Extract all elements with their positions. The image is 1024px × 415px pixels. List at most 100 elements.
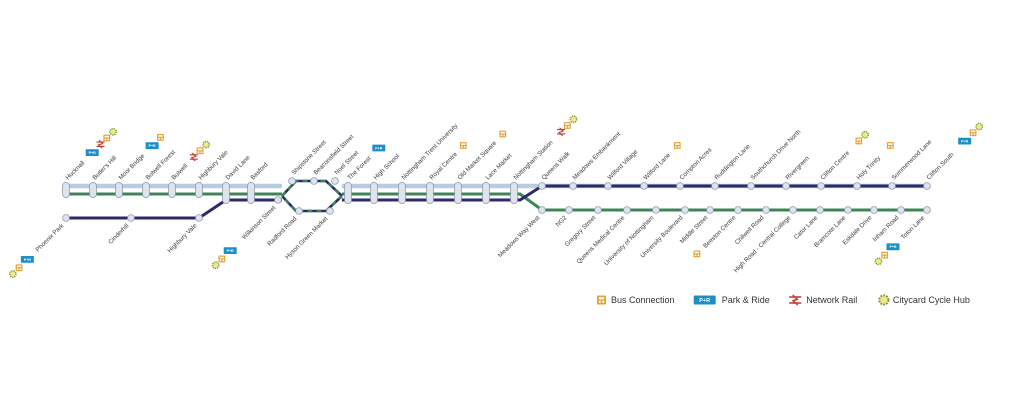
park-and-ride-icon: P+R	[958, 137, 972, 145]
stop-rivergreen[interactable]	[782, 182, 790, 190]
stop-label: Moor Bridge	[117, 152, 146, 181]
svg-text:P+R: P+R	[227, 249, 234, 253]
stop-cinderhill[interactable]	[127, 214, 135, 222]
stop-ruddington-lane[interactable]	[711, 182, 719, 190]
stop-label: Butler's Hill	[91, 155, 118, 182]
park-and-ride-icon: P+R	[145, 142, 159, 150]
stop-wilford-village[interactable]	[604, 182, 612, 190]
stop-university-of-nottingham[interactable]	[652, 206, 660, 214]
stop-gregory-street[interactable]	[594, 206, 602, 214]
stop-label: David Lane	[224, 154, 251, 181]
stop-meadows-embankment[interactable]	[569, 182, 577, 190]
stop-toton-lane[interactable]	[923, 206, 931, 214]
stop-nottingham-trent-university[interactable]	[398, 181, 406, 204]
stop-label: Royal Centre	[428, 151, 459, 182]
stop-bulwell-forest[interactable]	[142, 181, 150, 198]
stop-royal-centre[interactable]	[426, 181, 434, 204]
stop-label: Clifton Centre	[819, 149, 851, 181]
stop-high-road-central-college[interactable]	[789, 206, 797, 214]
stop-clifton-centre[interactable]	[817, 182, 825, 190]
stop-holy-trinity[interactable]	[853, 182, 861, 190]
stop-wilford-lane[interactable]	[640, 182, 648, 190]
stop-university-boulevard[interactable]	[681, 206, 689, 214]
bus-icon	[563, 122, 571, 129]
bus-icon	[693, 250, 701, 258]
stop-the-forest[interactable]	[344, 181, 352, 204]
stop-label: Meadows Way West	[497, 214, 542, 259]
bus-icon	[196, 147, 204, 155]
stop-nottingham-station[interactable]	[510, 181, 518, 204]
bus-icon	[881, 251, 889, 259]
stop-icons: P+RP+RP+RP+RP+RP+RP+R	[8, 115, 984, 278]
stop-summerwood-lane[interactable]	[888, 182, 896, 190]
bus-icon	[969, 129, 977, 137]
map-legend: Bus Connection P+R Park & Ride Network Rail…	[597, 294, 970, 306]
stop-highbury-vale[interactable]	[195, 214, 203, 222]
stop-highbury-vale[interactable]	[195, 181, 203, 198]
stop-ng2[interactable]	[565, 206, 573, 214]
stop-clifton-south[interactable]	[923, 182, 931, 190]
legend-item-rail: Network Rail	[789, 294, 857, 306]
loop-north-green	[281, 179, 343, 197]
cycle-hub-icon	[8, 270, 17, 278]
stop-cator-lane[interactable]	[816, 206, 824, 214]
stop-label: Hucknall	[64, 160, 86, 182]
stop-eskdale-drive[interactable]	[870, 206, 878, 214]
svg-text:P+R: P+R	[149, 144, 156, 148]
bus-icon	[157, 133, 164, 141]
stop-hyson-green-market[interactable]	[326, 207, 334, 215]
stop-shipstone-street[interactable]	[288, 177, 296, 185]
legend-item-bus: Bus Connection	[597, 295, 675, 305]
stop-chilwell-road[interactable]	[762, 206, 770, 214]
svg-text:P+R: P+R	[24, 258, 31, 262]
bus-icon	[886, 142, 894, 149]
stop-inham-road[interactable]	[897, 206, 905, 214]
stop-label: Lace Market	[484, 152, 513, 181]
stop-label: Cinderhill	[107, 222, 130, 245]
stop-phoenix-park[interactable]	[62, 214, 70, 222]
bus-icon	[103, 134, 111, 142]
stop-label: Clifton South	[925, 151, 955, 181]
stop-middle-street[interactable]	[706, 206, 714, 214]
legend-label: Park & Ride	[722, 295, 770, 305]
stop-label: High School	[372, 153, 401, 182]
svg-text:P+R: P+R	[699, 298, 710, 304]
stop-label: Wilford Lane	[642, 152, 672, 182]
stop-queens-medical-centre[interactable]	[623, 206, 631, 214]
stop-bulwell[interactable]	[168, 181, 176, 198]
stop-david-lane[interactable]	[222, 181, 230, 204]
svg-text:P+R: P+R	[375, 146, 382, 150]
stop-meadows-way-west[interactable]	[538, 206, 546, 214]
stop-label: Compton Acres	[678, 147, 713, 182]
stop-southchurch-drive-north[interactable]	[747, 182, 755, 190]
stop-queens-walk[interactable]	[538, 182, 546, 190]
stop-label: Wilford Village	[606, 148, 639, 181]
stop-hucknall[interactable]	[62, 181, 70, 198]
stop-lace-market[interactable]	[482, 181, 490, 204]
stop-compton-acres[interactable]	[676, 182, 684, 190]
stop-label: NG2	[554, 214, 568, 228]
legend-label: Network Rail	[806, 295, 857, 305]
stop-butler-s-hill[interactable]	[89, 181, 97, 198]
cycle-hub-icon	[874, 257, 883, 266]
stop-bramcote-lane[interactable]	[844, 206, 852, 214]
tram-stops	[62, 177, 931, 222]
stop-radford-road[interactable]	[295, 207, 303, 215]
stop-beeston-centre[interactable]	[734, 206, 742, 214]
legend-label: Bus Connection	[611, 295, 675, 305]
stop-label: Bulwell	[170, 163, 189, 182]
stop-basford[interactable]	[247, 181, 255, 204]
stop-label: Rivergreen	[784, 155, 811, 182]
stop-label: Radford Road	[266, 215, 299, 248]
bus-icon	[459, 142, 467, 149]
park-and-ride-icon: P+R	[372, 144, 386, 152]
stop-beaconsfield-street[interactable]	[310, 177, 318, 185]
cycle-hub-icon	[975, 122, 984, 131]
stop-label: Toton Lane	[900, 214, 927, 241]
stop-wilkinson-street[interactable]	[274, 196, 282, 204]
stop-noel-street[interactable]	[331, 177, 339, 185]
stop-high-school[interactable]	[370, 181, 378, 204]
stop-moor-bridge[interactable]	[115, 181, 123, 198]
stop-old-market-square[interactable]	[454, 181, 462, 204]
